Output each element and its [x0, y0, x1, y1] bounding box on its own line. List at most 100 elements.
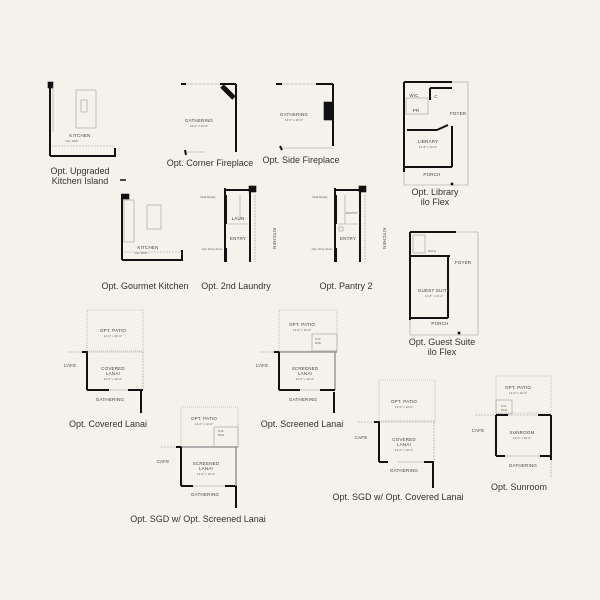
- powder-room: [405, 97, 429, 115]
- room-dim: 14'-0" x 10'-0": [512, 436, 532, 440]
- room-dim: Opt. RRF: [134, 251, 148, 255]
- room-label-gathering: GATHERING: [288, 397, 318, 402]
- room-label-cafe: CAFE: [255, 363, 269, 368]
- caption-sgd-screened-lanai: Opt. SGD w/ Opt. Screened Lanai: [130, 514, 266, 524]
- room-label-cafe: CAFE: [63, 363, 77, 368]
- room-label-screened-lanai: SCREENED LANAI: [291, 366, 319, 376]
- room-dim: 14'-0" x 10'-0": [103, 334, 123, 338]
- caption-line: Kitchen Island: [51, 176, 109, 186]
- room-dim: 14'-0" x 10'-0": [394, 448, 414, 452]
- pad: [311, 333, 338, 352]
- room-label-porch: PORCH: [423, 172, 441, 177]
- room-label-kitchen: KITCHEN: [272, 227, 278, 250]
- room-label-gathering: GATHERING: [508, 463, 538, 468]
- room-label-kitchen: KITCHEN: [382, 227, 388, 250]
- room-label-bath: BATH: [428, 249, 436, 253]
- shelf: [338, 226, 344, 232]
- wall: [184, 149, 187, 156]
- room-label-entry: ENTRY: [339, 236, 357, 241]
- room-label-gathering: GATHERING: [279, 112, 309, 117]
- room-label-cafe: CAFE: [354, 435, 368, 440]
- caption-line: ilo Flex: [427, 347, 457, 357]
- room-label-foyer: FOYER: [449, 111, 467, 116]
- wall: [279, 145, 283, 151]
- label-pad: 6'x4' PAD: [315, 337, 321, 345]
- wall-block: [121, 193, 130, 200]
- caption-2nd-laundry: Opt. 2nd Laundry: [201, 281, 271, 291]
- opt-patio: [378, 379, 436, 422]
- room-label-foyer: FOYER: [454, 260, 472, 265]
- label-wall-ready: Wall Ready: [200, 195, 216, 199]
- room-label-cafe: CAFE: [156, 459, 170, 464]
- cabinet: [123, 199, 135, 243]
- room-label-library: LIBRARY: [417, 139, 439, 144]
- caption-corner-fireplace: Opt. Corner Fireplace: [166, 158, 254, 168]
- room-dim: Opt. RRF: [65, 139, 79, 143]
- room-label-gathering: GATHERING: [184, 118, 214, 123]
- caption-sgd-covered-lanai: Opt. SGD w/ Opt. Covered Lanai: [332, 492, 464, 502]
- room-label-laundry: LAUN: [231, 216, 245, 221]
- room-label-closet: C: [434, 94, 438, 99]
- room-label-screened-lanai: SCREENED LANAI: [192, 461, 220, 471]
- caption-side-fireplace: Opt. Side Fireplace: [262, 155, 340, 165]
- caption-line: ilo Flex: [420, 197, 450, 207]
- room-label-gathering: GATHERING: [190, 492, 220, 497]
- room-dim: 14'-0" x 10'-0": [508, 391, 528, 395]
- caption-covered-lanai: Opt. Covered Lanai: [68, 419, 148, 429]
- room-label-kitchen: KITCHEN: [69, 133, 91, 138]
- wall-block: [358, 185, 367, 193]
- room-label-kitchen: KITCHEN: [137, 245, 159, 250]
- room-label-covered-lanai: COVERED LANAI: [392, 437, 416, 447]
- room-dim: 16'-0" x 16'-0": [284, 118, 304, 122]
- label-drop-zone: Opt. Drop Zone: [311, 247, 333, 251]
- room-label-covered-lanai: COVERED LANAI: [101, 366, 125, 376]
- room-label-gathering: GATHERING: [389, 468, 419, 473]
- shower: [412, 234, 426, 254]
- room-label-pr: PR: [412, 108, 420, 113]
- label-wall-ready: Wall Ready: [312, 195, 328, 199]
- room-label-porch: PORCH: [431, 321, 449, 326]
- label-drop-zone: Opt. Drop Zone: [201, 247, 223, 251]
- room-label-sunroom: SUNROOM: [509, 430, 535, 435]
- wall-block: [248, 185, 257, 193]
- room-dim: 14'-0" x 10'-0": [196, 472, 216, 476]
- room-label-cafe: CAFE: [471, 428, 485, 433]
- kitchen-island: [146, 204, 162, 230]
- room-dim: 14'-0" x 10'-0": [292, 328, 312, 332]
- caption-screened-lanai: Opt. Screened Lanai: [260, 419, 344, 429]
- room-dim: 16'-0" x 16'-0": [189, 124, 209, 128]
- fireplace: [220, 84, 236, 100]
- wall: [436, 124, 449, 131]
- room-label-pantry: PANTRY 2: [345, 211, 361, 215]
- kitchen-island: [75, 89, 97, 129]
- caption-sunroom: Opt. Sunroom: [490, 482, 548, 492]
- fireplace: [323, 101, 333, 121]
- room-dim: 14'-0" x 10'-0": [295, 377, 315, 381]
- opt-patio: [86, 309, 144, 352]
- room-dim: 14'-0" x 10'-0": [194, 422, 214, 426]
- caption-pantry-2: Opt. Pantry 2: [319, 281, 373, 291]
- room-label-patio: OPT. PATIO: [288, 322, 316, 327]
- label-pad: 6'x4' PAD: [501, 404, 507, 412]
- caption-gourmet-kitchen: Opt. Gourmet Kitchen: [101, 281, 189, 291]
- porch-post: [450, 182, 454, 186]
- label-pad: 6'x4' PAD: [218, 429, 224, 437]
- room-label-guest-suite: GUEST SUITE: [417, 288, 451, 293]
- caption-line: Opt. Library: [411, 187, 459, 197]
- room-label-patio: OPT. PATIO: [99, 328, 127, 333]
- caption-line: Opt. Guest Suite: [408, 337, 476, 347]
- opt-patio: [278, 309, 338, 352]
- room-label-patio: OPT. PATIO: [504, 385, 532, 390]
- room-label-patio: OPT. PATIO: [190, 416, 218, 421]
- porch-post: [457, 331, 461, 335]
- room-label-wic: WIC: [409, 93, 419, 98]
- room-dim: 14'-0" x 10'-0": [103, 377, 123, 381]
- room-label-gathering: GATHERING: [95, 397, 125, 402]
- room-label-entry: ENTRY: [229, 236, 247, 241]
- room-dim: 11'-8" x 10'-0": [418, 145, 438, 149]
- room-dim: 11'-8" x 10'-4": [424, 294, 444, 298]
